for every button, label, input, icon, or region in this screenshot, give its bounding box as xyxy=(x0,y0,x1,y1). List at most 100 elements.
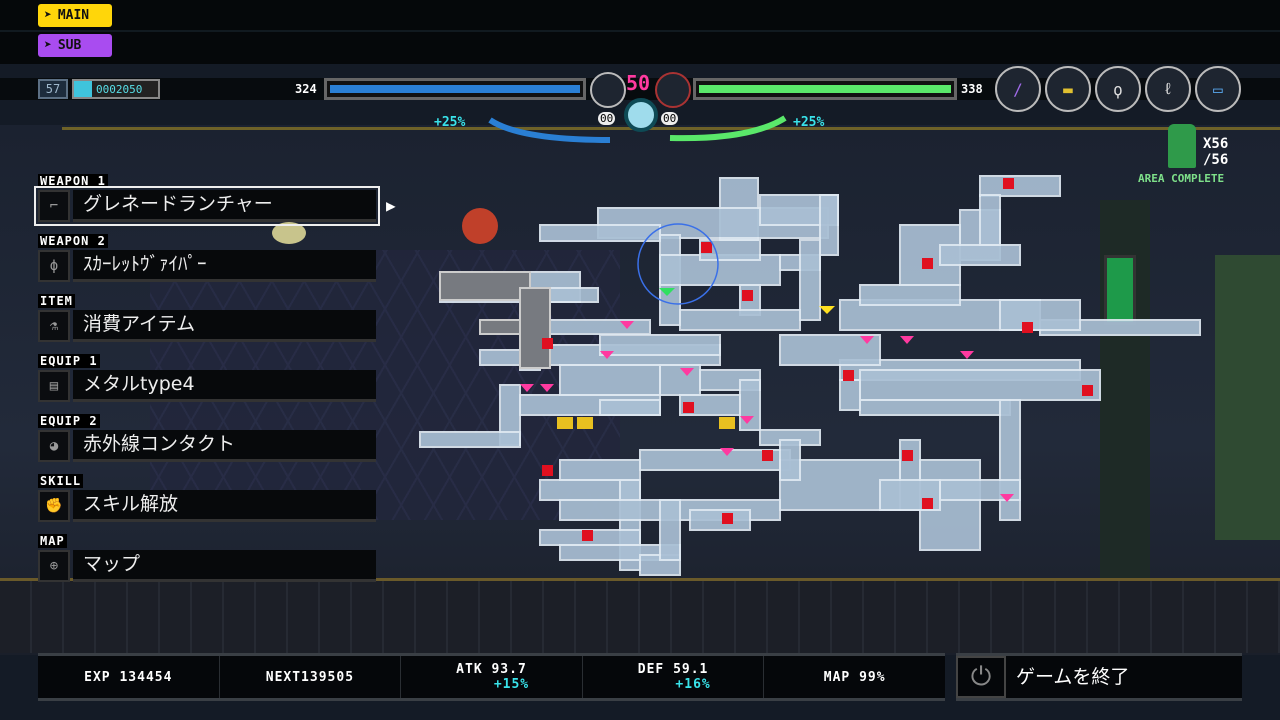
map-room xyxy=(599,399,661,416)
pen-icon[interactable]: / xyxy=(995,66,1041,112)
map-room xyxy=(859,399,1011,416)
hp-right-value: 338 xyxy=(961,82,983,96)
area-complete-label: AREA COMPLETE xyxy=(1138,172,1225,185)
menu-item[interactable]: ⚗消費アイテム xyxy=(38,310,376,342)
menu-label: EQUIP 1 xyxy=(38,354,100,368)
contact-icon: ◕ xyxy=(38,430,70,462)
save-room-icon xyxy=(922,258,933,269)
map-room xyxy=(699,239,761,261)
item-marker-icon xyxy=(740,416,754,424)
arm-icon: ✊ xyxy=(38,490,70,522)
item-marker-icon xyxy=(680,368,694,376)
level-box: 57 xyxy=(38,79,68,99)
next-stat: NEXT139505 xyxy=(220,656,402,698)
map-room xyxy=(689,509,751,531)
sub-weapon-badge: ➤SUB xyxy=(38,34,112,57)
power-icon: ⏻ xyxy=(956,656,1006,698)
puzzle-piece-icon xyxy=(1168,124,1196,168)
grenade-launcher-icon: ⌐ xyxy=(38,190,70,222)
map-room xyxy=(859,369,1101,401)
left-weapon-icon xyxy=(590,72,626,108)
menu-item[interactable]: ◕赤外線コンタクト xyxy=(38,430,376,462)
menu-item[interactable]: ✊スキル解放 xyxy=(38,490,376,522)
atk-stat: ATK 93.7+15% xyxy=(401,656,583,698)
potion-icon: ⚗ xyxy=(38,310,70,342)
door-arrow-icon xyxy=(557,417,573,429)
ceiling-trim xyxy=(62,127,1280,130)
card-icon[interactable]: ▭ xyxy=(1195,66,1241,112)
save-room-icon xyxy=(582,530,593,541)
map-cursor[interactable] xyxy=(637,223,719,305)
hp-left-value: 324 xyxy=(295,82,317,96)
item-marker-icon xyxy=(620,321,634,329)
lasso-icon[interactable]: ϙ xyxy=(1095,66,1141,112)
map-room xyxy=(679,309,801,331)
chip-icon[interactable]: ▬ xyxy=(1045,66,1091,112)
map-room xyxy=(679,394,741,416)
menu-label: MAP xyxy=(38,534,67,548)
map-room xyxy=(999,299,1081,331)
item-marker-icon xyxy=(720,448,734,456)
map-room xyxy=(739,379,761,431)
quit-game-button[interactable]: ⏻ ゲームを終了 xyxy=(956,653,1242,701)
selection-arrow-icon: ▶ xyxy=(386,196,396,215)
save-room-icon xyxy=(722,513,733,524)
menu-item[interactable]: ⊕マップ xyxy=(38,550,376,582)
item-marker-icon xyxy=(600,351,614,359)
map-room xyxy=(659,499,681,561)
whip-icon[interactable]: ℓ xyxy=(1145,66,1191,112)
map-room xyxy=(419,431,521,448)
menu-item-value: スキル解放 xyxy=(73,490,376,522)
menu-label: SKILL xyxy=(38,474,84,488)
item-marker-icon xyxy=(1000,494,1014,502)
center-counter: 50 xyxy=(626,71,651,95)
left-count: 00 xyxy=(598,112,616,125)
map-pin-icon: ⊕ xyxy=(38,550,70,582)
menu-item[interactable]: ▤メタルtype4 xyxy=(38,370,376,402)
gauge-arcs xyxy=(488,115,787,143)
paper-lamp xyxy=(272,222,306,244)
map-room xyxy=(539,224,661,242)
menu-item-value: グレネードランチャー xyxy=(73,190,376,222)
gun-icon: ➤ xyxy=(44,38,52,53)
exp-counter: 0002050 xyxy=(72,79,160,99)
orb-icon xyxy=(624,98,658,132)
hud-bar xyxy=(0,78,1280,100)
menu-label: WEAPON 1 xyxy=(38,174,108,188)
save-room-icon xyxy=(1022,322,1033,333)
def-stat: DEF 59.1+16% xyxy=(583,656,765,698)
top-bar xyxy=(0,0,1280,64)
save-room-icon xyxy=(701,242,712,253)
unexplored-room xyxy=(439,271,531,301)
equipment-icons: / ▬ ϙ ℓ ▭ xyxy=(995,66,1241,112)
menu-label: EQUIP 2 xyxy=(38,414,100,428)
floor xyxy=(0,578,1280,653)
hp-right-bar xyxy=(693,78,957,100)
save-room-icon xyxy=(742,290,753,301)
unexplored-room xyxy=(519,287,551,369)
boss-marker-icon xyxy=(819,306,835,314)
map-room xyxy=(939,244,1021,266)
item-marker-icon xyxy=(540,384,554,392)
menu-item-value: メタルtype4 xyxy=(73,370,376,402)
map-room xyxy=(659,364,701,396)
map-room xyxy=(559,364,661,396)
menu-label: ITEM xyxy=(38,294,75,308)
main-weapon-badge: ➤MAIN xyxy=(38,4,112,27)
map-room xyxy=(779,439,801,481)
save-room-icon xyxy=(542,465,553,476)
save-room-icon xyxy=(843,370,854,381)
save-room-icon xyxy=(542,338,553,349)
item-marker-icon xyxy=(960,351,974,359)
menu-item-value: 消費アイテム xyxy=(73,310,376,342)
area-count: X56 xyxy=(1203,136,1229,152)
map-room xyxy=(799,239,821,321)
save-room-icon xyxy=(1082,385,1093,396)
menu-item-value: 赤外線コンタクト xyxy=(73,430,376,462)
map-room xyxy=(599,334,721,356)
map-room xyxy=(779,334,881,366)
menu-item[interactable]: ⌐グレネードランチャー xyxy=(34,186,380,226)
quit-label: ゲームを終了 xyxy=(1016,666,1130,688)
